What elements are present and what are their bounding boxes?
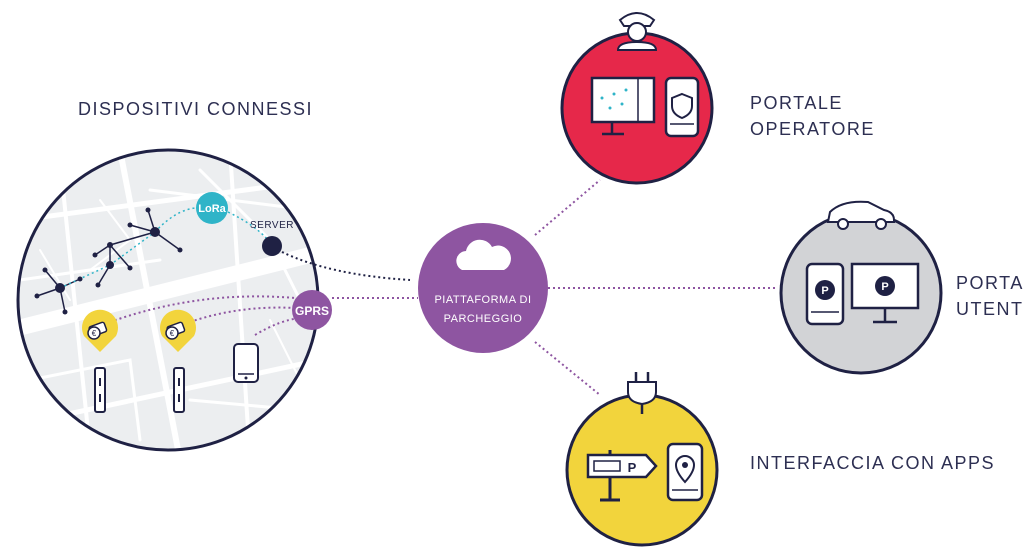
user-portal-label-line1: PORTALE (956, 273, 1024, 293)
cloud-icon (456, 239, 511, 270)
coin-tag-icon: € (160, 309, 196, 352)
smartphone-icon (664, 76, 700, 138)
platform-label-line1: PIATTAFORMA DI (434, 294, 531, 306)
operator-portal-label-line2: OPERATORE (750, 119, 875, 139)
smartphone-icon (666, 442, 704, 502)
monitor-icon (590, 76, 656, 136)
platform-label-line2: PARCHEGGIO (444, 313, 523, 325)
parking-sign-letter: P (628, 460, 637, 475)
mesh-nodes (34, 207, 183, 315)
server-label: SERVER (250, 220, 294, 231)
car-icon (826, 200, 895, 230)
user-portal-node: P P (779, 200, 943, 375)
smartphone-icon (233, 343, 259, 383)
operator-portal-label: PORTALE OPERATORE (750, 90, 875, 142)
parking-platform-node: PIATTAFORMA DI PARCHEGGIO (418, 223, 548, 353)
app-logo-monitor: P (881, 281, 888, 293)
apps-link (534, 341, 601, 396)
svg-text:€: € (170, 329, 175, 338)
smartphone-icon: P (805, 262, 845, 326)
server-node: SERVER (250, 220, 294, 256)
plug-icon (627, 372, 657, 414)
monitor-icon: P (850, 262, 920, 324)
operator-portal-label-line1: PORTALE (750, 93, 843, 113)
operator-link (534, 179, 601, 236)
parking-sign-icon: P (586, 450, 658, 502)
svg-text:€: € (92, 329, 97, 338)
parking-sensor-icon (94, 367, 106, 413)
gprs-label: GPRS (295, 304, 329, 318)
user-portal-label: PORTALE UTENTE (956, 270, 1024, 322)
apps-interface-label: INTERFACCIA CON APPS (750, 453, 996, 473)
coin-tag-icon: € (82, 309, 118, 352)
gprs-links (109, 295, 301, 336)
police-officer-icon (616, 12, 658, 51)
parking-sensor-icon (173, 367, 185, 413)
operator-portal-node (560, 12, 714, 185)
location-pin-icon (674, 455, 696, 484)
lora-label: LoRa (198, 203, 226, 215)
user-portal-label-line2: UTENTE (956, 299, 1024, 319)
app-logo-phone: P (821, 285, 828, 297)
gprs-badge: GPRS (292, 290, 332, 330)
apps-interface-node: P (565, 372, 719, 547)
lora-badge: LoRa (196, 192, 228, 224)
devices-label: DISPOSITIVI CONNESSI (78, 99, 314, 119)
shield-icon (671, 92, 693, 120)
devices-map-circle (16, 148, 320, 452)
